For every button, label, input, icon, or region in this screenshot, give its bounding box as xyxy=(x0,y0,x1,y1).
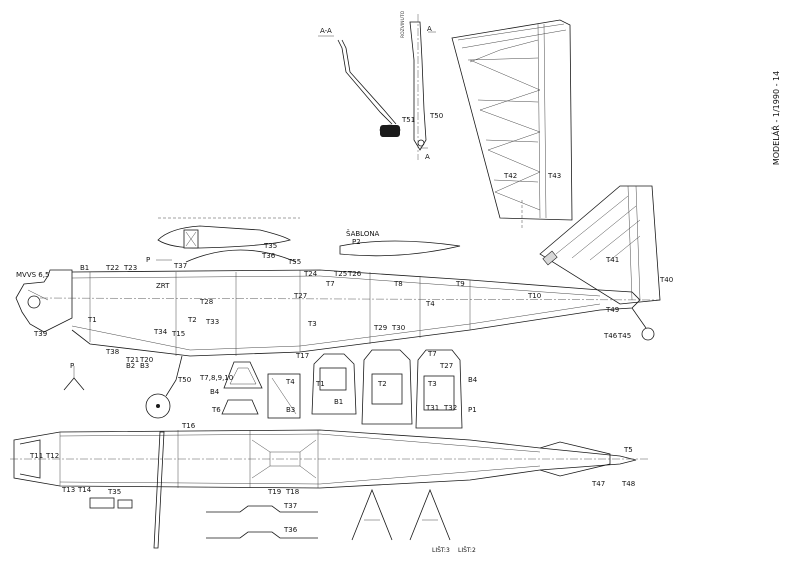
t6-label: T6 xyxy=(211,406,221,414)
t42-label: T42 xyxy=(503,172,517,180)
section-aa: A-A T51 xyxy=(318,27,415,137)
b4-section-label: B4 xyxy=(468,376,478,384)
b3-label: B3 xyxy=(140,362,149,370)
b3-box-label: B3 xyxy=(286,406,295,414)
b1-label: B1 xyxy=(80,264,89,272)
sablona-label: ŠABLONA xyxy=(346,229,380,238)
b2-label: B2 xyxy=(126,362,135,370)
arrow-a-bottom: A xyxy=(425,153,430,161)
t35-bottom-label: T35 xyxy=(107,488,121,496)
t2-section-label: T2 xyxy=(377,380,387,388)
rozvinuto-label: ROZVINUTO xyxy=(400,10,406,38)
t50-label: T50 xyxy=(429,112,443,120)
t50-side-label: T50 xyxy=(177,376,191,384)
t31-label: T31 xyxy=(425,404,439,412)
t27-section-label: T27 xyxy=(439,362,453,370)
wing-airfoil xyxy=(157,217,300,249)
cross-sections: T7,8,9,10 B4 T6 T4 B3 T1 B1 T2 T3 T31 T3… xyxy=(199,349,478,429)
t4-label: T4 xyxy=(425,300,435,308)
p1-label: P1 xyxy=(468,406,477,414)
list-label-1: LIŠT:3 xyxy=(432,547,450,554)
t45-label: T45 xyxy=(617,332,631,340)
t13-label: T13 xyxy=(61,486,75,494)
t18-label: T18 xyxy=(285,488,299,496)
t36-side: T36 xyxy=(261,252,276,260)
top-view: T11 T12 T13 T14 T16 T19 T18 T5 T47 T48 xyxy=(10,422,650,496)
t26-label: T26 xyxy=(347,270,362,278)
t30-label: T30 xyxy=(391,324,405,332)
t21-label: T21 xyxy=(125,356,139,364)
t16-label: T16 xyxy=(181,422,196,430)
t8-label: T8 xyxy=(393,280,403,288)
t15-label: T15 xyxy=(171,330,185,338)
gear-leg-unfolded: ROZVINUTO A A T50 xyxy=(400,10,443,161)
t33-label: T33 xyxy=(205,318,219,326)
t20-label: T20 xyxy=(139,356,153,364)
t11-label: T11 xyxy=(29,452,43,460)
t40-label: T40 xyxy=(659,276,673,284)
t22-label: T22 xyxy=(105,264,119,272)
t38-label: T38 xyxy=(105,348,119,356)
vertical-fin-top: T42 T43 xyxy=(451,19,573,228)
p-arrow-side: P xyxy=(146,256,150,264)
section-aa-title: A-A xyxy=(320,27,332,35)
t37-side: T37 xyxy=(173,262,187,270)
list-label-2: LIŠT:2 xyxy=(458,547,476,554)
p2-label: P2 xyxy=(352,238,361,246)
t78-label: T7,8,9,10 xyxy=(199,374,233,382)
b1-section-label: B1 xyxy=(334,398,343,406)
t19-label: T19 xyxy=(267,488,281,496)
t35-side: T35 xyxy=(263,242,277,250)
t37-bottom-label: T37 xyxy=(283,502,297,510)
b4-small-label: B4 xyxy=(210,388,220,396)
t39-label: T39 xyxy=(33,330,47,338)
t24-label: T24 xyxy=(303,270,318,278)
t17-label: T17 xyxy=(295,352,309,360)
t7-label: T7 xyxy=(325,280,335,288)
t32-label: T32 xyxy=(443,404,457,412)
t29-label: T29 xyxy=(373,324,387,332)
magazine-reference: MODELÁŘ - 1/1990 - 14 xyxy=(770,71,781,165)
mvvs-label: MVVS 6,5 xyxy=(16,271,49,279)
t1-label: T1 xyxy=(87,316,97,324)
t7-section-label: T7 xyxy=(427,350,437,358)
t12-label: T12 xyxy=(45,452,59,460)
t3-label: T3 xyxy=(307,320,317,328)
t2-label: T2 xyxy=(187,316,197,324)
t10-label: T10 xyxy=(527,292,541,300)
t55-label: T55 xyxy=(287,258,301,266)
t43-label: T43 xyxy=(547,172,561,180)
t1-section-label: T1 xyxy=(315,380,325,388)
t34-label: T34 xyxy=(153,328,168,336)
zrt-label: ZRT xyxy=(156,282,170,290)
t46-label: T46 xyxy=(603,332,618,340)
p-arrow-lower: P xyxy=(70,362,74,370)
t23-label: T23 xyxy=(123,264,137,272)
t36-bottom-label: T36 xyxy=(283,526,298,534)
t47-label: T47 xyxy=(591,480,605,488)
t5-label: T5 xyxy=(623,446,633,454)
t28-label: T28 xyxy=(199,298,213,306)
t3-section-label: T3 xyxy=(427,380,437,388)
t49-label: T49 xyxy=(605,306,619,314)
t14-label: T14 xyxy=(77,486,92,494)
arrow-a-top: A xyxy=(427,25,432,33)
t27-label: T27 xyxy=(293,292,307,300)
t41-label: T41 xyxy=(605,256,619,264)
bottom-parts: T35 T37 T36 LIŠT:3 LIŠT:2 xyxy=(89,431,476,554)
side-view: MVVS 6,5 ZRT T35 T36 T37 P ŠABLONA xyxy=(15,185,673,419)
t9-label: T9 xyxy=(455,280,465,288)
t4-box-label: T4 xyxy=(285,378,295,386)
t48-label: T48 xyxy=(621,480,635,488)
t51-label: T51 xyxy=(401,116,415,124)
t25-label: T25 xyxy=(333,270,347,278)
